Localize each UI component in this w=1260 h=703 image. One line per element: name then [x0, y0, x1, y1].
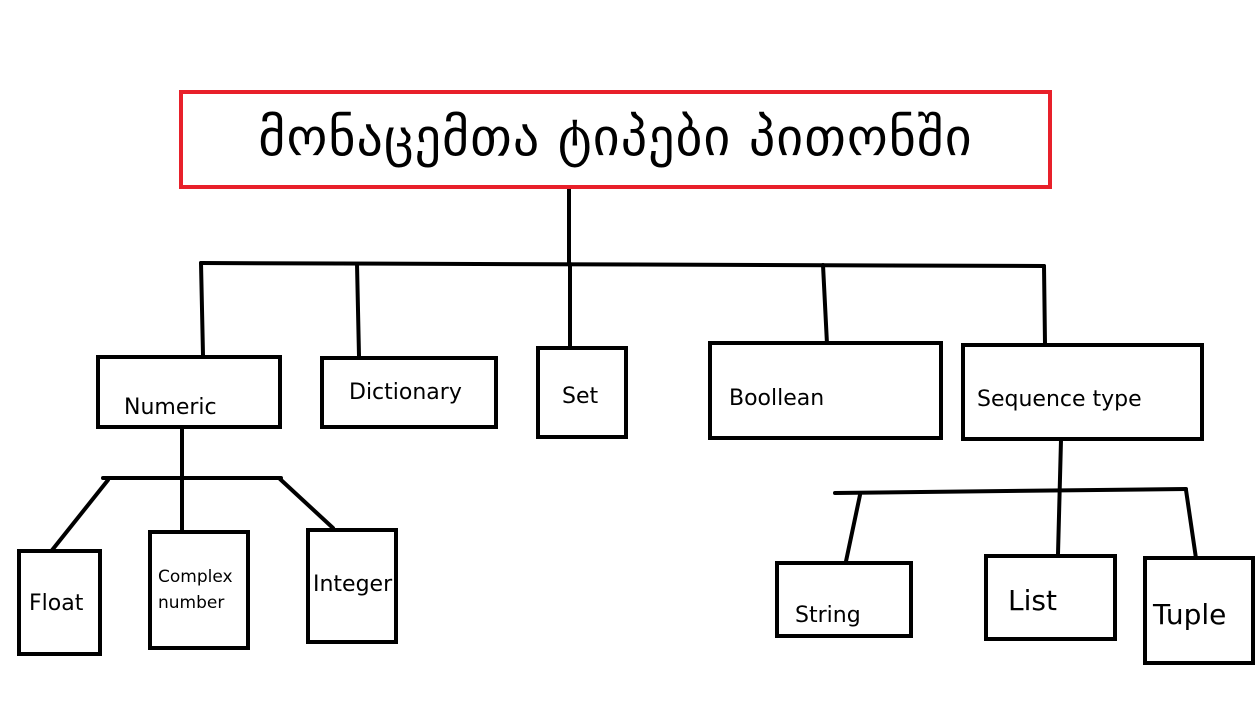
branch-float [47, 478, 110, 556]
drop-sequence [1042, 264, 1047, 346]
branch-string [843, 493, 862, 568]
tuple-box: Tuple [1143, 556, 1255, 665]
integer-label: Integer [313, 572, 393, 597]
list-box: List [984, 554, 1117, 641]
set-box: Set [536, 346, 628, 439]
integer-box: Integer [306, 528, 398, 644]
diagram-title: მონაცემთა ტიპები პითონში [258, 108, 973, 168]
drop-numeric [199, 261, 205, 357]
set-label: Set [562, 384, 599, 409]
drop-dictionary [355, 262, 361, 358]
list-label: List [1008, 584, 1057, 617]
float-label: Float [29, 591, 84, 616]
title-box: მონაცემთა ტიპები პითონში [179, 90, 1052, 189]
string-box: String [775, 561, 913, 638]
sequence-label: Sequence type [977, 387, 1142, 412]
sequence-stem [1056, 438, 1063, 556]
main-bus [199, 261, 1046, 268]
complex-label: Complex number [158, 567, 233, 613]
tuple-label: Tuple [1153, 598, 1227, 631]
numeric-label: Numeric [124, 395, 217, 420]
dictionary-box: Dictionary [320, 356, 498, 429]
sequence-box: Sequence type [961, 343, 1204, 441]
float-box: Float [17, 549, 102, 656]
branch-integer [278, 477, 335, 530]
sequence-bus [833, 487, 1188, 495]
dictionary-label: Dictionary [349, 380, 462, 405]
string-label: String [795, 603, 861, 628]
drop-boolean [821, 263, 829, 346]
boolean-label: Boollean [729, 386, 825, 411]
complex-box: Complex number [148, 530, 250, 650]
numeric-box: Numeric [96, 355, 282, 429]
boolean-box: Boollean [708, 341, 943, 440]
